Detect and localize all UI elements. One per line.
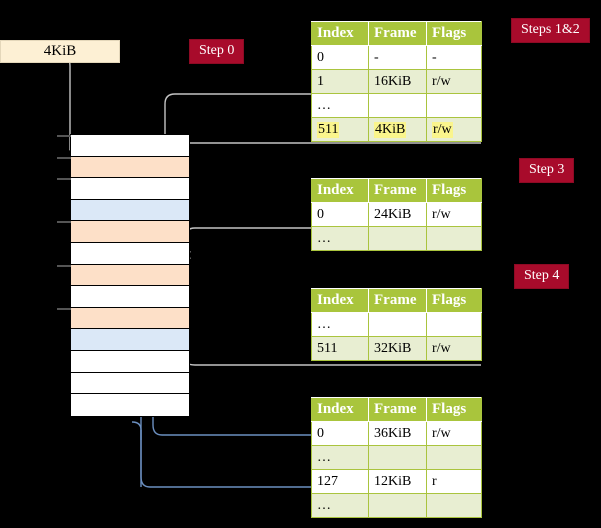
column-header-flags: Flags [426, 397, 482, 422]
cell-frame: 32KiB [368, 336, 427, 361]
column-header-flags: Flags [426, 288, 482, 313]
cell-flags [426, 312, 482, 337]
memory-row [71, 286, 189, 308]
memory-row-tick [57, 221, 71, 224]
memory-row [57, 307, 189, 330]
cell-flags [426, 93, 482, 118]
cell-frame: 4KiB [368, 117, 427, 142]
column-header-frame: Frame [368, 21, 427, 46]
cell-index: … [311, 93, 369, 118]
cell-index: 0 [311, 421, 369, 446]
badge-step-0-label: Step 0 [199, 43, 235, 58]
memory-row [71, 394, 189, 416]
column-header-flags: Flags [426, 178, 482, 203]
cell-frame: 24KiB [368, 202, 427, 227]
badge-steps-1-2: Steps 1&2 [512, 19, 589, 42]
cell-highlight: 511 [317, 121, 340, 138]
memory-row [71, 351, 189, 373]
table-row: 511 4KiB r/w [311, 117, 482, 142]
table-row: … [311, 445, 482, 470]
cell-index: 511 [311, 117, 369, 142]
column-header-index: Index [311, 397, 369, 422]
cell-index: … [311, 445, 369, 470]
memory-row [71, 372, 189, 395]
cell-index: … [311, 493, 369, 518]
cell-flags: r [426, 469, 482, 494]
column-header-index: Index [311, 288, 369, 313]
cell-flags: r/w [426, 69, 482, 94]
badge-step-4: Step 4 [515, 265, 569, 288]
memory-row [57, 156, 189, 179]
table-row: … [311, 493, 482, 518]
column-header-index: Index [311, 21, 369, 46]
connector-level0-511 [177, 142, 481, 162]
table-row: … [311, 312, 482, 337]
cell-frame [368, 226, 427, 251]
memory-row [71, 329, 189, 352]
table-row: … [311, 93, 482, 118]
column-header-flags: Flags [426, 21, 482, 46]
cell-flags [426, 445, 482, 470]
cell-frame: 36KiB [368, 421, 427, 446]
cell-flags: r/w [426, 421, 482, 446]
cell-frame: 12KiB [368, 469, 427, 494]
physical-memory-column [57, 134, 190, 417]
cell-flags [426, 226, 482, 251]
memory-row [71, 243, 189, 265]
cell-highlight: r/w [432, 121, 453, 138]
badge-step-4-label: Step 4 [524, 268, 560, 283]
cream-box-label: 4KiB [43, 43, 77, 59]
cell-index: … [311, 312, 369, 337]
column-header-frame: Frame [368, 397, 427, 422]
memory-row [57, 135, 189, 157]
cell-flags: r/w [426, 202, 482, 227]
cell-index: 127 [311, 469, 369, 494]
cell-frame [368, 493, 427, 518]
cell-flags: r/w [426, 336, 482, 361]
badge-step-3-label: Step 3 [529, 162, 565, 177]
column-header-frame: Frame [368, 288, 427, 313]
cell-frame: - [368, 45, 427, 70]
cell-highlight: 4KiB [374, 121, 407, 138]
memory-row-tick [57, 178, 71, 181]
cell-flags [426, 493, 482, 518]
column-header-index: Index [311, 178, 369, 203]
memory-row-tick [57, 135, 71, 137]
cell-index: 0 [311, 45, 369, 70]
memory-row [71, 199, 189, 222]
memory-row-tick [57, 156, 71, 159]
table-row: … [311, 226, 482, 251]
badge-step-3: Step 3 [520, 159, 574, 182]
cream-box-4kib: 4KiB [0, 40, 120, 63]
memory-row-tick [57, 264, 71, 267]
cell-frame [368, 445, 427, 470]
column-header-frame: Frame [368, 178, 427, 203]
table-row: 0-- [311, 45, 482, 70]
badge-steps-1-2-label: Steps 1&2 [521, 22, 580, 37]
cell-frame: 16KiB [368, 69, 427, 94]
cell-index: 0 [311, 202, 369, 227]
cell-index: 1 [311, 69, 369, 94]
memory-row [57, 264, 189, 287]
cell-frame [368, 93, 427, 118]
cell-index: … [311, 226, 369, 251]
cell-frame [368, 312, 427, 337]
cell-flags: - [426, 45, 482, 70]
memory-row [57, 221, 189, 244]
memory-row-tick [57, 307, 71, 310]
cell-index: 511 [311, 336, 369, 361]
cell-flags: r/w [426, 117, 482, 142]
badge-step-0: Step 0 [190, 40, 244, 63]
memory-row [57, 178, 189, 200]
